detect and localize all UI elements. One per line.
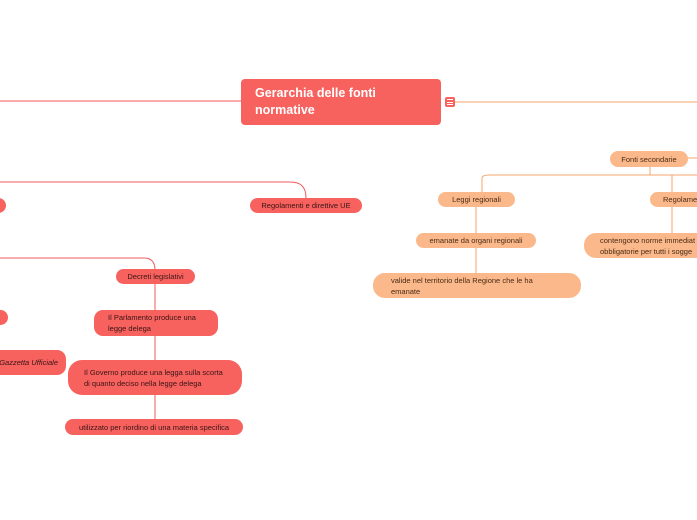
- node-fonti-secondarie-label: Fonti secondarie: [621, 154, 677, 164]
- node-decreti-legislativi[interactable]: Decreti legislativi: [116, 269, 195, 284]
- node-valide-territorio[interactable]: valide nel territorio della Regione che …: [373, 273, 581, 298]
- node-governo-produce-label: Il Governo produce una legga sulla scort…: [84, 367, 223, 388]
- menu-line: [447, 101, 453, 103]
- menu-line: [447, 99, 453, 101]
- node-riordino-label: utilizzato per riordino di una materia s…: [78, 422, 230, 432]
- node-leggi-regionali-label: Leggi regionali: [452, 195, 501, 204]
- node-gazzetta[interactable]: Gazzetta Ufficiale: [0, 350, 66, 375]
- node-regolamenti-ue-label: Regolamenti e direttive UE: [261, 201, 351, 210]
- node-cut-left-1[interactable]: [0, 198, 6, 213]
- root-topic-label: Gerarchia delle fonti normative: [255, 86, 376, 117]
- node-parlamento-delega-label: Il Parlamento produce una legge delega: [108, 313, 196, 333]
- node-fonti-secondarie[interactable]: Fonti secondarie: [610, 151, 688, 167]
- node-cut-left-2[interactable]: [0, 310, 8, 325]
- menu-line: [447, 103, 453, 105]
- node-norme-immediate[interactable]: contengono norme immediat obbligatorie p…: [584, 233, 697, 258]
- node-governo-produce[interactable]: Il Governo produce una legga sulla scort…: [68, 360, 242, 395]
- node-leggi-regionali[interactable]: Leggi regionali: [438, 192, 515, 207]
- node-riordino[interactable]: utilizzato per riordino di una materia s…: [65, 419, 243, 435]
- node-regolamenti-ue[interactable]: Regolamenti e direttive UE: [250, 198, 362, 213]
- hamburger-menu-icon[interactable]: [445, 97, 455, 107]
- node-emanate-organi-label: emanate da organi regionali: [429, 236, 523, 245]
- node-regolamenti-label: Regolamen: [663, 195, 697, 204]
- node-emanate-organi[interactable]: emanate da organi regionali: [416, 233, 536, 248]
- root-topic[interactable]: Gerarchia delle fonti normative: [241, 79, 441, 125]
- node-gazzetta-label: Gazzetta Ufficiale: [0, 358, 58, 367]
- node-valide-territorio-label: valide nel territorio della Regione che …: [391, 275, 533, 296]
- node-parlamento-delega[interactable]: Il Parlamento produce una legge delega: [94, 310, 218, 336]
- node-decreti-legislativi-label: Decreti legislativi: [127, 272, 184, 281]
- node-regolamenti[interactable]: Regolamen: [650, 192, 697, 207]
- node-norme-immediate-label: contengono norme immediat obbligatorie p…: [600, 235, 696, 256]
